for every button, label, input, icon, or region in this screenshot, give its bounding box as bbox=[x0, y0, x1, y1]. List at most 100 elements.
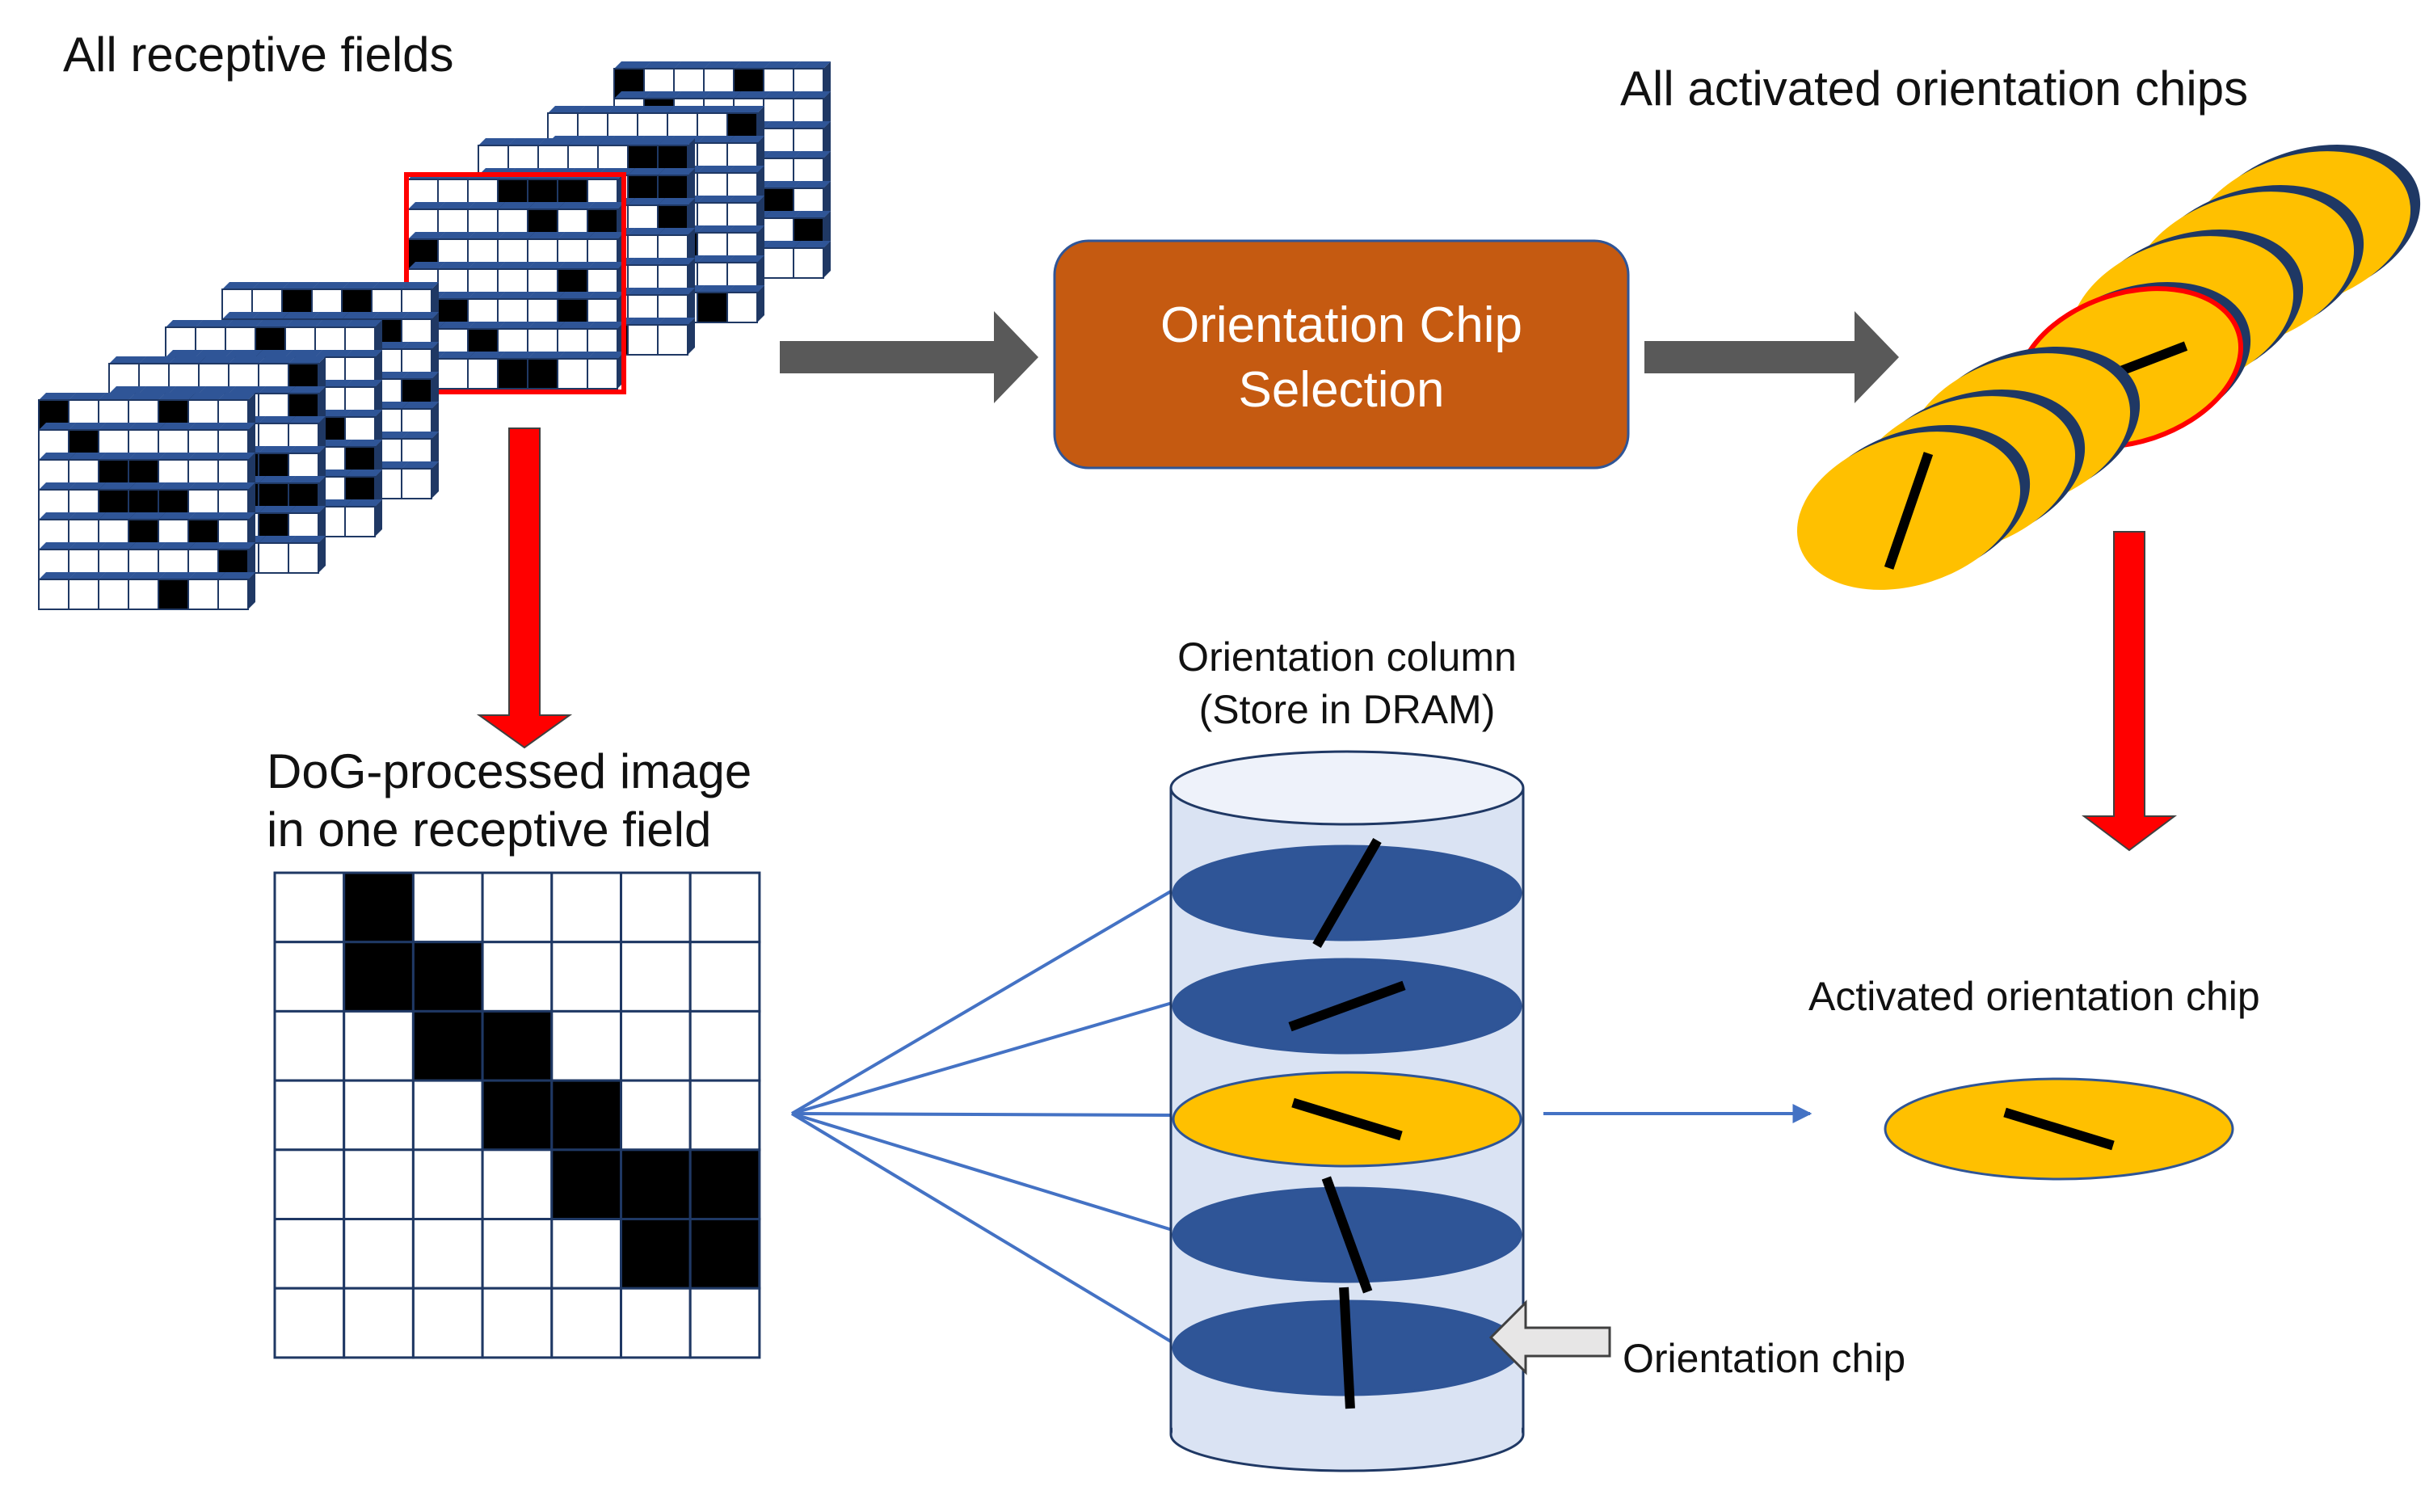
cell-top bbox=[99, 393, 136, 400]
cell-top bbox=[794, 61, 831, 69]
cell-top bbox=[628, 138, 665, 145]
cell-top bbox=[402, 372, 439, 379]
dog-grid-cell bbox=[481, 941, 554, 1013]
dog-grid-cell bbox=[620, 1009, 692, 1082]
cell-side bbox=[688, 318, 695, 355]
cell-top bbox=[188, 512, 225, 520]
selection-box-line2: Selection bbox=[1238, 362, 1444, 418]
cell-side bbox=[375, 499, 382, 537]
cell-top bbox=[658, 138, 695, 145]
cell-top bbox=[99, 482, 136, 490]
cell-top bbox=[259, 536, 296, 543]
column-chip-3 bbox=[1172, 1071, 1522, 1168]
dog-grid-cell bbox=[273, 1009, 346, 1082]
receptive-field-cell bbox=[38, 579, 69, 610]
cell-top bbox=[69, 482, 106, 490]
receptive-field-stacks bbox=[38, 61, 831, 610]
cell-top bbox=[288, 476, 326, 483]
cell-top bbox=[188, 482, 225, 490]
cell-top bbox=[252, 282, 289, 289]
receptive-field-cell bbox=[258, 542, 289, 574]
cell-top bbox=[99, 423, 136, 430]
dog-grid-cell bbox=[688, 871, 761, 944]
cell-top bbox=[255, 320, 293, 327]
column-label-line2: (Store in DRAM) bbox=[1199, 687, 1496, 732]
column-top bbox=[1169, 750, 1525, 826]
cell-top bbox=[199, 356, 236, 364]
cell-top bbox=[128, 453, 166, 460]
cell-top bbox=[39, 453, 76, 460]
cell-side bbox=[432, 372, 439, 409]
cell-top bbox=[558, 202, 595, 209]
cell-top bbox=[229, 356, 266, 364]
receptive-field-frame bbox=[38, 393, 255, 610]
orientation-chip-callout-arrow bbox=[1488, 1299, 1611, 1375]
activated-chip-ellipse bbox=[1884, 1077, 2234, 1181]
cell-top bbox=[658, 318, 695, 325]
connector-line bbox=[790, 1112, 1177, 1346]
cell-top bbox=[697, 196, 735, 203]
receptive-field-cell bbox=[497, 358, 528, 390]
cell-top bbox=[528, 232, 565, 239]
dog-grid-cell bbox=[688, 1287, 761, 1359]
cell-top bbox=[727, 225, 764, 233]
cell-top bbox=[587, 292, 625, 299]
stack-chip-1 bbox=[1796, 424, 2031, 590]
connector-line bbox=[791, 1112, 1176, 1117]
cell-top bbox=[342, 282, 379, 289]
orientation-bar bbox=[1291, 1097, 1403, 1141]
cell-top bbox=[69, 393, 106, 400]
cell-top bbox=[697, 255, 735, 263]
cell-top bbox=[345, 440, 382, 447]
dog-grid-cell bbox=[481, 1287, 554, 1359]
cell-top bbox=[158, 512, 196, 520]
cell-top bbox=[158, 482, 196, 490]
cell-top bbox=[794, 151, 831, 158]
receptive-field-cell bbox=[187, 579, 219, 610]
cell-side bbox=[688, 168, 695, 205]
cell-top bbox=[764, 181, 801, 188]
dog-grid-cell bbox=[688, 941, 761, 1013]
cell-top bbox=[468, 262, 505, 269]
connector-line bbox=[790, 887, 1177, 1115]
column-chip-2 bbox=[1172, 958, 1522, 1055]
cell-side bbox=[248, 423, 255, 460]
cell-top bbox=[438, 292, 475, 299]
cell-top bbox=[697, 225, 735, 233]
receptive-field-cell bbox=[344, 506, 376, 537]
dog-grid-cell bbox=[620, 871, 692, 944]
cell-side bbox=[318, 386, 326, 423]
red-arrow-to-dog-image bbox=[476, 427, 573, 749]
cell-top bbox=[345, 470, 382, 477]
cell-top bbox=[255, 350, 293, 357]
receptive-field-cell bbox=[401, 468, 432, 499]
cell-top bbox=[628, 318, 665, 325]
cell-top bbox=[794, 121, 831, 128]
cell-top bbox=[402, 312, 439, 319]
cell-top bbox=[259, 386, 296, 394]
cell-top bbox=[39, 542, 76, 550]
dog-grid-cell bbox=[481, 1079, 554, 1152]
receptive-field-cell bbox=[557, 358, 588, 390]
cell-top bbox=[158, 572, 196, 579]
cell-top bbox=[558, 322, 595, 329]
cell-top bbox=[644, 91, 681, 99]
cell-side bbox=[248, 453, 255, 490]
cell-top bbox=[658, 258, 695, 265]
dog-grid-cell bbox=[411, 1079, 484, 1152]
cell-side bbox=[757, 255, 764, 293]
cell-side bbox=[375, 440, 382, 477]
cell-top bbox=[259, 356, 296, 364]
cell-top bbox=[587, 202, 625, 209]
cell-side bbox=[823, 181, 831, 218]
cell-top bbox=[568, 138, 605, 145]
dog-grid-cell bbox=[620, 941, 692, 1013]
dog-grid-cell bbox=[273, 1287, 346, 1359]
cell-top bbox=[528, 202, 565, 209]
cell-top bbox=[794, 241, 831, 248]
cell-top bbox=[558, 352, 595, 359]
cell-top bbox=[548, 106, 585, 113]
cell-top bbox=[39, 482, 76, 490]
cell-top bbox=[468, 232, 505, 239]
cell-top bbox=[528, 262, 565, 269]
